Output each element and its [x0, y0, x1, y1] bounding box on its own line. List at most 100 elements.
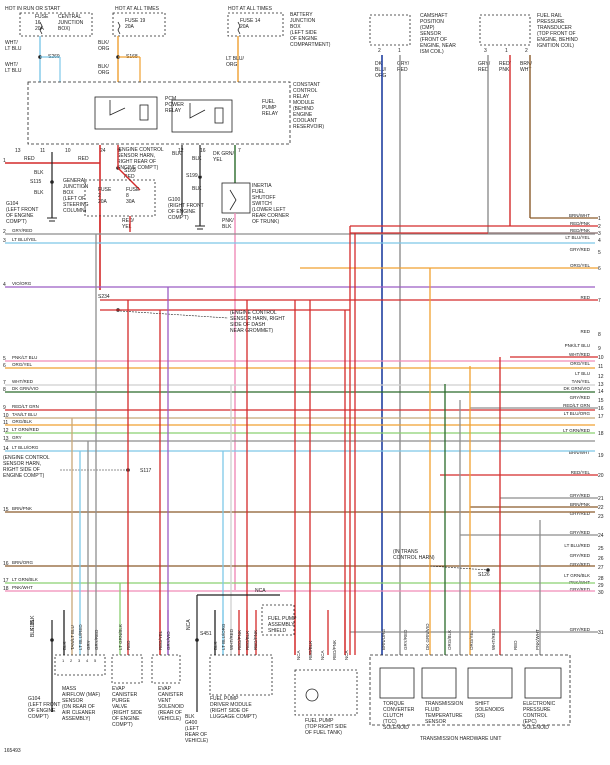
fuel-rail-label: TRANSDUCER [537, 25, 572, 31]
wire-label: BLU/ [375, 67, 387, 73]
junction-box-label: (LEFT OF [63, 196, 85, 202]
ground-s115-label: BLK [30, 615, 36, 625]
right-wire-number: 6 [598, 266, 601, 272]
left-wire-number: 12 [3, 428, 9, 434]
right-wire-label: GRY/RED [570, 562, 591, 567]
pcm-relay-label: RELAY [165, 108, 182, 114]
maf-sensor-label: ASSEMBLY) [62, 716, 91, 722]
right-wire-number: 20 [598, 473, 604, 479]
epc-label: PRESSURE [523, 707, 551, 713]
relay-pin-label: 7 [238, 148, 241, 154]
fuel-pump-driver-box [209, 654, 273, 696]
wire-label: ORG [98, 46, 110, 52]
relay-switch [189, 103, 206, 119]
right-wire-label: ORG/YEL [570, 361, 591, 366]
fuel-rail-label: ENGINE, BEHIND [537, 37, 578, 43]
fuse-14-label: FUSE 14 [240, 18, 261, 24]
right-wire-number: 9 [598, 346, 601, 352]
left-wire-label: PNK/LT BLU [12, 355, 37, 360]
cmp-sensor-label: ISM COIL) [420, 49, 444, 55]
relay-pin-label: 12 [178, 148, 184, 154]
right-wire-number: 24 [598, 533, 604, 539]
tcc-solenoid-box [379, 667, 415, 699]
evap-vent-label: VEHICLE) [158, 716, 181, 722]
wire-label: BLK [222, 224, 232, 230]
wire-label: GRY/RED [94, 629, 99, 650]
fpdm-label: LUGGAGE COMP'T) [210, 714, 257, 720]
evap-purge-label: (RIGHT SIDE [112, 710, 143, 716]
wire-label: RED [478, 67, 489, 73]
right-wire-number: 23 [598, 514, 604, 520]
right-wire-label: ORG/YEL [570, 263, 591, 268]
relay-pin-label: 24 [100, 148, 106, 154]
ground-g100-label: OF ENGINE [168, 209, 196, 215]
fuel-pump-label: OF FUEL TANK) [305, 730, 342, 736]
fuel-pump-label: (TOP RIGHT SIDE [305, 724, 347, 730]
evap-purge-label: EVAP [112, 686, 126, 692]
tft-label: FLUID [425, 707, 440, 713]
cmp-sensor-label: CAMSHAFT [420, 13, 448, 19]
wire-label: PNK/WHT [535, 629, 540, 650]
hot-run-start-label: HOT IN RUN OR START [5, 6, 60, 12]
right-wire-number: 4 [598, 238, 601, 244]
wire-label: GRY/ [397, 61, 410, 67]
right-wire-label: RED/LT GRN [563, 403, 590, 408]
right-wire-label: PNK/LT BLU [565, 343, 590, 348]
left-wire-label: VIO/ORG [12, 281, 32, 286]
ground-g400-label: BLK [185, 714, 195, 720]
fuse-element [237, 21, 241, 35]
fuse-19-box [112, 12, 166, 37]
wire-label: GRY/VIO [166, 631, 171, 650]
harness-dash-label: SENSOR HARN, RIGHT [230, 316, 285, 322]
right-wire-number: 31 [598, 630, 604, 636]
wire-label: RED/PNK [237, 630, 242, 650]
central-box-label: JUNCTION [58, 20, 84, 26]
evap-vent-label: (REAR OF [158, 710, 182, 716]
central-junction-box [19, 12, 93, 37]
wire-label: GRY/RED [403, 629, 408, 650]
evap-purge-label: PURGE [112, 698, 130, 704]
wire-label: WHT/ [5, 40, 18, 46]
harness-engine-label: ENGINE COMP'T) [3, 473, 45, 479]
right-wire-number: 14 [598, 389, 604, 395]
left-wire-label: LT GRN/BLK [12, 577, 38, 582]
ground-g104-label: G104 [6, 201, 18, 207]
ground-g100-label: (RIGHT FRONT [168, 203, 204, 209]
right-wire-number: 17 [598, 414, 604, 420]
left-wire-label: LT GRN/RED [12, 427, 40, 432]
left-wire-label: LT BLU/YEL [12, 237, 37, 242]
fuse-14-box [227, 12, 284, 37]
fuse-2-label: 2 [98, 193, 101, 199]
evap-vent-label: VENT [158, 698, 171, 704]
fuse-element [39, 21, 43, 35]
wire-label: RED/ [499, 61, 512, 67]
splice-label: S115 [30, 179, 42, 185]
right-wire-number: 7 [598, 298, 601, 304]
ground-s115-label: S115 [30, 619, 36, 631]
right-wire-label: LT BLU [575, 371, 590, 376]
maf-sensor-label: SENSOR [62, 698, 84, 704]
shift-solenoids-label: (SS) [475, 713, 485, 719]
relay-switch [109, 100, 126, 116]
ground-g400-label: (LEFT [185, 726, 199, 732]
cmp-sensor-label: SENSOR [420, 31, 442, 37]
relay-module-label: RELAY [293, 94, 310, 100]
right-wire-number: 26 [598, 556, 604, 562]
wire-label: RED [124, 174, 135, 180]
left-wire-label: ORG/BLK [12, 419, 32, 424]
relay-pin-label: 13 [15, 148, 21, 154]
wire-label: BRN/ORG [381, 628, 386, 650]
cmp-sensor-label: POSITION [420, 19, 444, 25]
right-wire-label: GRY/RED [570, 511, 591, 516]
right-wire-number: 21 [598, 496, 604, 502]
fuse-16-label: 20A [35, 26, 45, 32]
wire-label: LT BLU [5, 68, 22, 74]
fuel-pump-motor-icon [305, 688, 319, 702]
relay-module-label: COOLANT [293, 118, 317, 124]
pcm-relay-label: PCM [165, 96, 176, 102]
wire-label: BLK [192, 156, 202, 162]
wire-label: BLK [34, 190, 44, 196]
right-wire-label: RED [580, 295, 590, 300]
wire-label: PNK [499, 67, 510, 73]
